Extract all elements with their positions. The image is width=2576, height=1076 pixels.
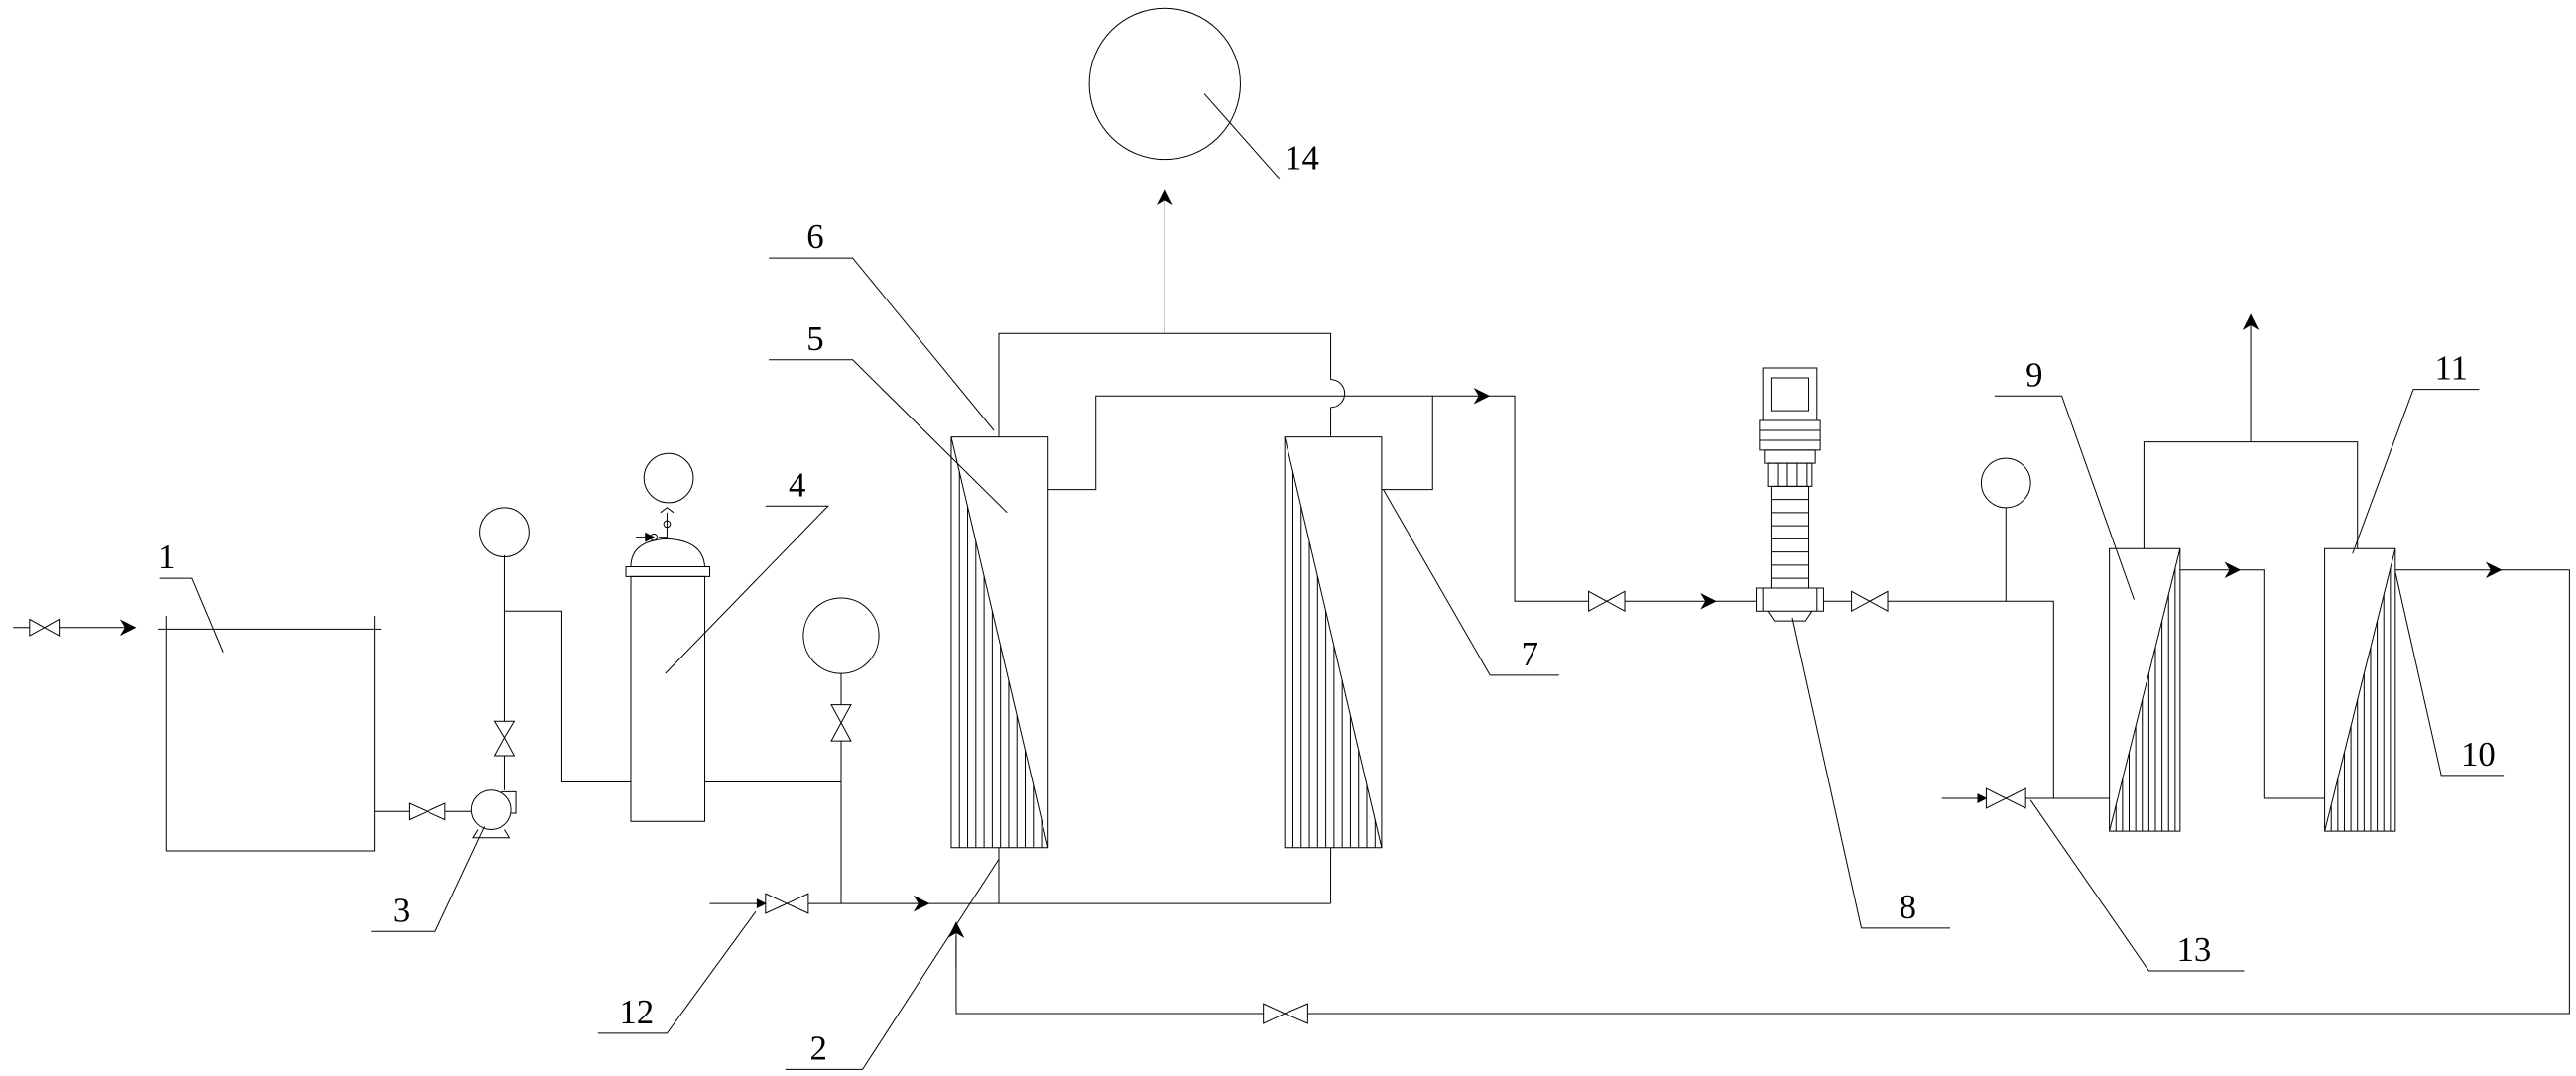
recycle-valve <box>1264 1004 1308 1023</box>
label-6: 6 <box>806 217 823 256</box>
leader-lines <box>160 93 2504 1069</box>
pump-pressure-gauge <box>480 508 530 557</box>
membrane-inlet-gauge-valve <box>831 705 851 741</box>
permeate-valve <box>1589 591 1625 611</box>
concentrate-tank <box>1089 8 1240 159</box>
ro-module-2 <box>2325 548 2395 831</box>
label-7: 7 <box>1522 635 1538 673</box>
ro-water-inlet-valve <box>1986 788 2025 808</box>
label-8: 8 <box>1900 888 1916 926</box>
label-14: 14 <box>1285 139 1319 178</box>
ro-module-1 <box>2110 548 2180 831</box>
label-12: 12 <box>619 993 654 1031</box>
membrane-module-2 <box>1285 437 1382 848</box>
membrane-module-1 <box>0 0 1048 848</box>
label-10: 10 <box>2461 735 2496 774</box>
feed-tank <box>158 616 381 851</box>
pump-discharge-valve <box>495 721 515 756</box>
label-5: 5 <box>806 319 823 358</box>
label-9: 9 <box>2025 355 2042 394</box>
feed-pump <box>471 790 516 838</box>
label-1: 1 <box>158 538 175 576</box>
membrane-inlet-gauge <box>803 598 879 673</box>
label-4: 4 <box>789 465 805 504</box>
pump-suction-valve <box>409 803 444 820</box>
high-pressure-pump <box>1757 368 1824 621</box>
water-inlet-valve <box>766 894 808 913</box>
feed-inlet-valve <box>30 619 60 636</box>
label-3: 3 <box>393 891 410 929</box>
hp-pump-discharge-valve <box>1852 591 1888 611</box>
label-13: 13 <box>2177 930 2212 969</box>
label-2: 2 <box>810 1028 827 1067</box>
ro-inlet-gauge <box>1981 458 2030 508</box>
label-11: 11 <box>2435 349 2468 388</box>
membrane-hatching <box>959 472 2391 848</box>
cartridge-filter <box>626 453 709 821</box>
